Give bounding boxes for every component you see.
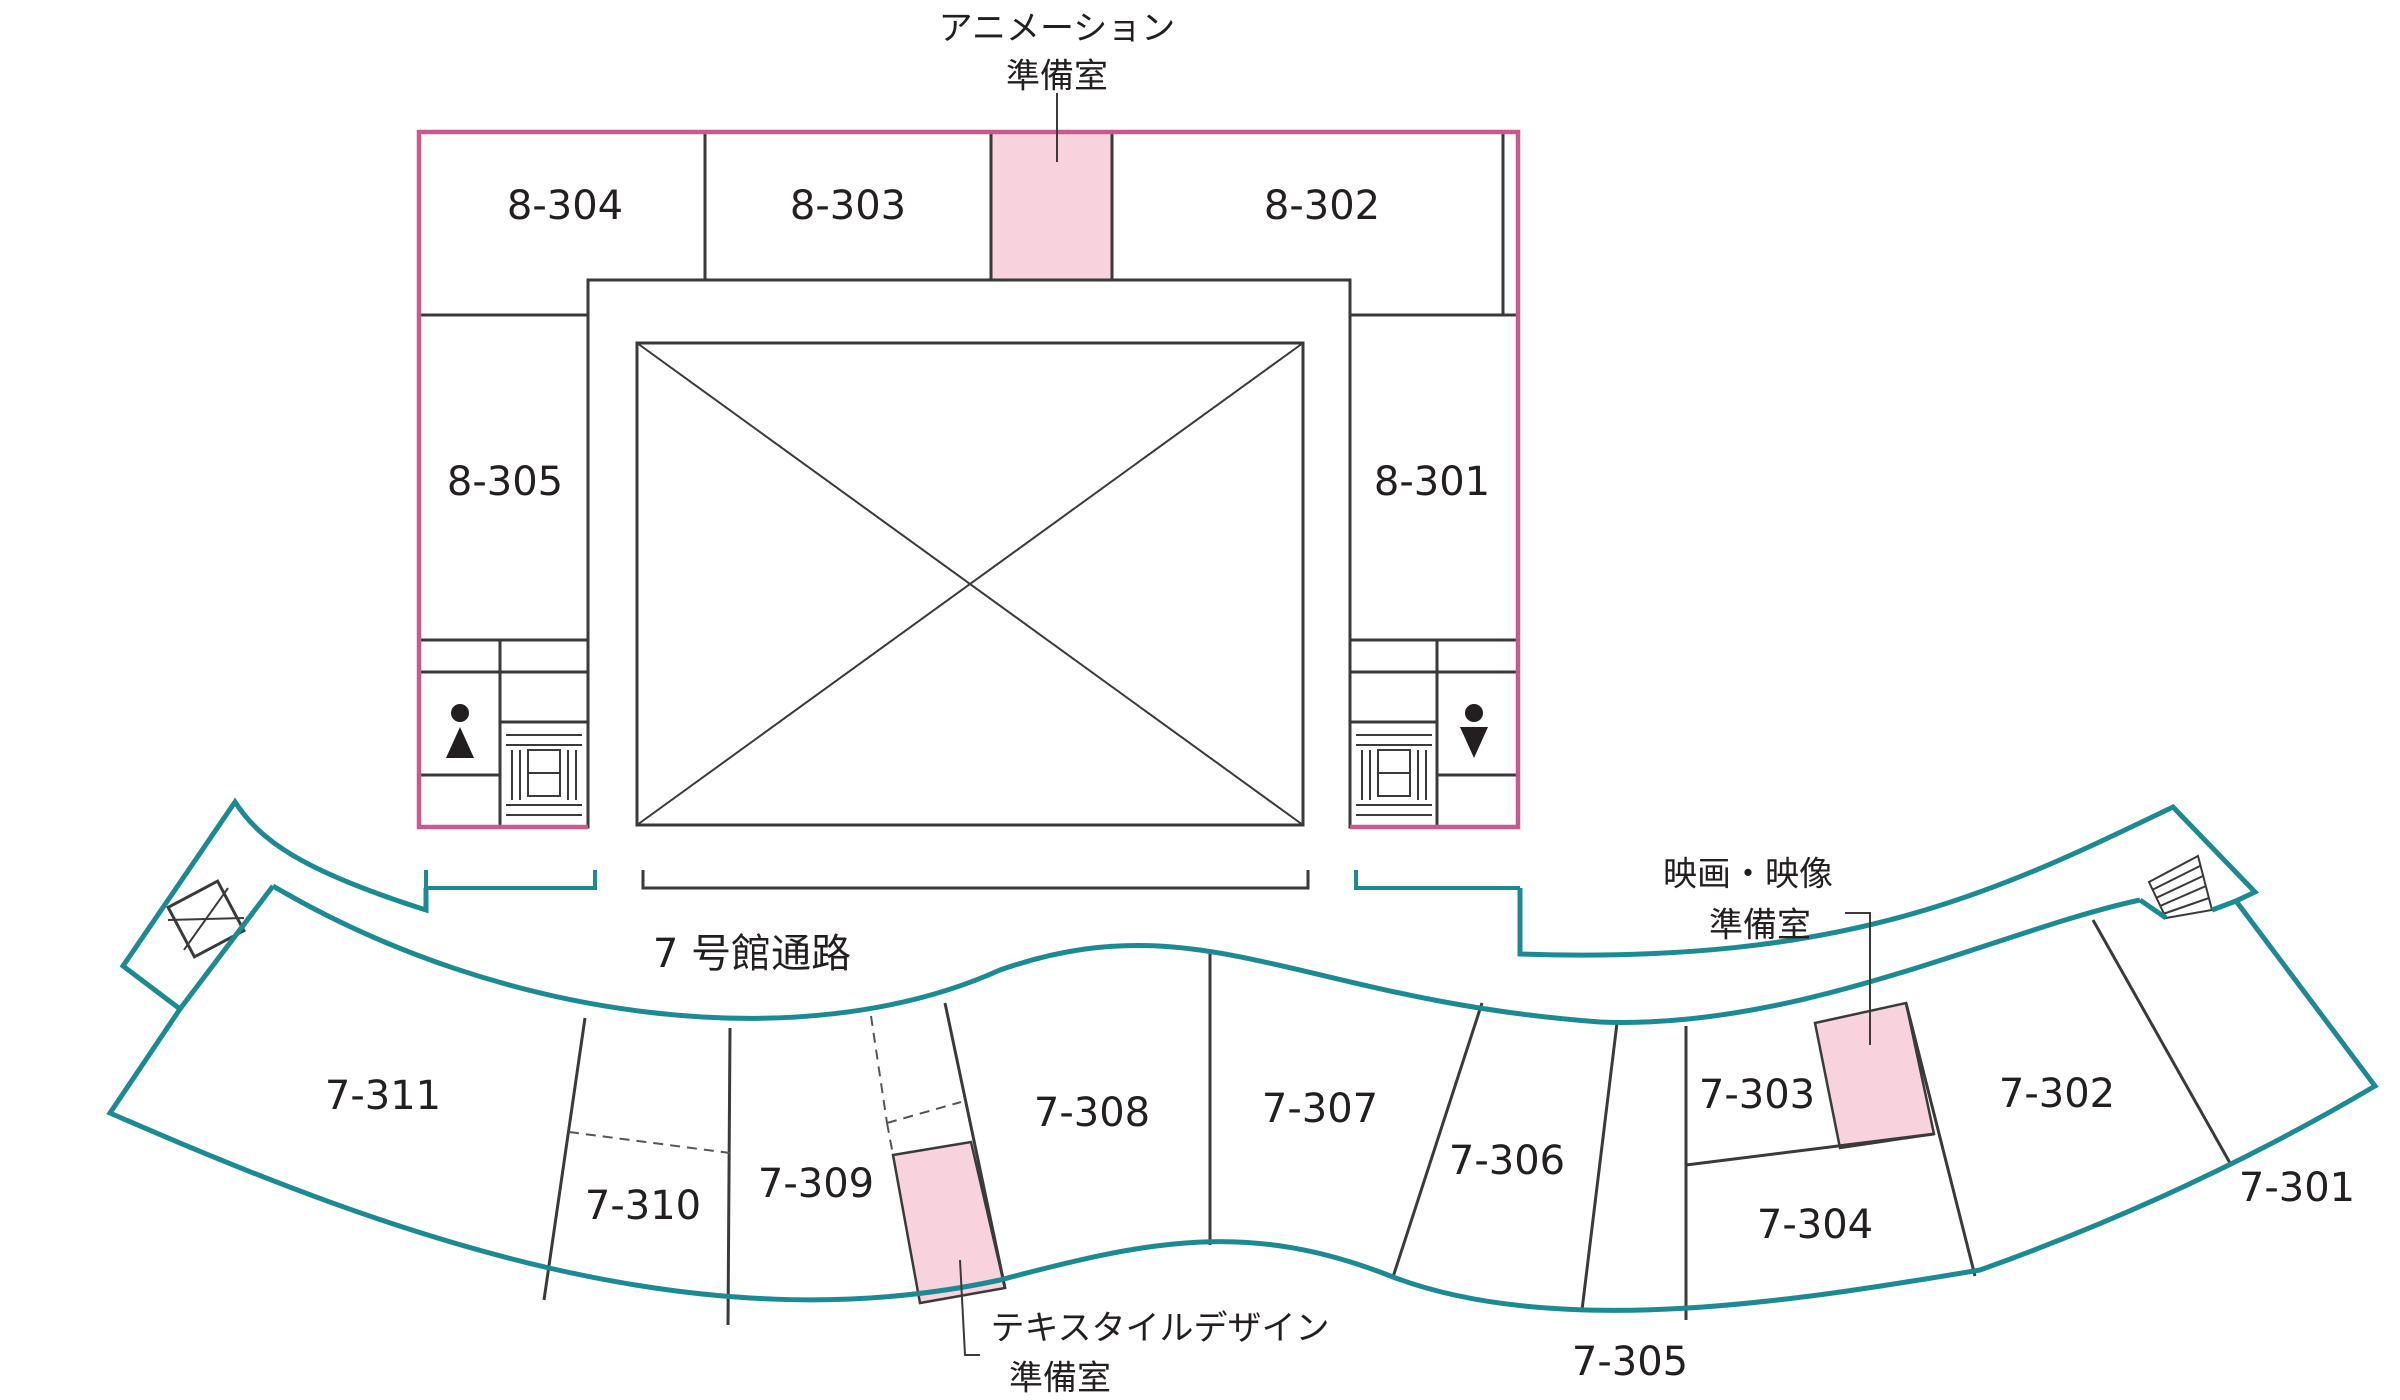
room-7-302[interactable]: 7-302 — [1999, 1071, 2115, 1117]
building-7: 7-311 7-310 7-309 7-308 7-307 7-306 7-30… — [106, 797, 2379, 1399]
room-8-303[interactable]: 8-303 — [790, 183, 906, 229]
room-7-305[interactable]: 7-305 — [1572, 1339, 1688, 1385]
room-7-303[interactable]: 7-303 — [1699, 1072, 1815, 1118]
room-7-301[interactable]: 7-301 — [2239, 1165, 2355, 1211]
textile-prep-label-line1: テキスタイルデザイン — [991, 1309, 1330, 1349]
room-8-302[interactable]: 8-302 — [1264, 183, 1380, 229]
stairs-icon — [1356, 734, 1432, 816]
corridor-7: 7 号館通路 — [424, 870, 1520, 977]
stairs-icon — [2147, 854, 2214, 920]
room-7-309[interactable]: 7-309 — [758, 1161, 874, 1207]
animation-prep-label-line2: 準備室 — [1006, 57, 1108, 97]
restroom-female-icon — [446, 704, 474, 758]
building-8: 8-304 8-303 8-302 8-305 8-301 アニメーション 準備… — [416, 9, 1521, 830]
room-8-304[interactable]: 8-304 — [507, 183, 623, 229]
left-service-core — [419, 640, 590, 829]
room-7-308[interactable]: 7-308 — [1034, 1090, 1150, 1136]
room-8-305[interactable]: 8-305 — [447, 459, 563, 505]
right-service-core — [1348, 640, 1518, 829]
room-8-301[interactable]: 8-301 — [1374, 459, 1490, 505]
building-8-outline — [416, 129, 1521, 830]
film-prep-label-line1: 映画・映像 — [1663, 855, 1833, 895]
restroom-male-icon — [1460, 704, 1488, 758]
animation-prep-label-line1: アニメーション — [939, 9, 1176, 49]
film-prep-label-line2: 準備室 — [1709, 906, 1811, 946]
building-7-outline — [106, 797, 2379, 1313]
animation-prep-room[interactable] — [989, 130, 1114, 282]
film-prep-room[interactable] — [1813, 1001, 1936, 1150]
room-7-304[interactable]: 7-304 — [1757, 1202, 1873, 1248]
elevator-icon — [166, 879, 246, 959]
corridor-label: 7 号館通路 — [653, 931, 851, 977]
textile-prep-room[interactable] — [891, 1140, 1007, 1305]
room-7-311[interactable]: 7-311 — [325, 1073, 441, 1119]
room-7-307[interactable]: 7-307 — [1262, 1086, 1378, 1132]
room-7-306[interactable]: 7-306 — [1449, 1138, 1565, 1184]
stairs-icon — [506, 734, 582, 816]
atrium-void — [635, 341, 1305, 827]
room-7-310[interactable]: 7-310 — [585, 1183, 701, 1229]
textile-prep-label-line2: 準備室 — [1009, 1359, 1111, 1399]
